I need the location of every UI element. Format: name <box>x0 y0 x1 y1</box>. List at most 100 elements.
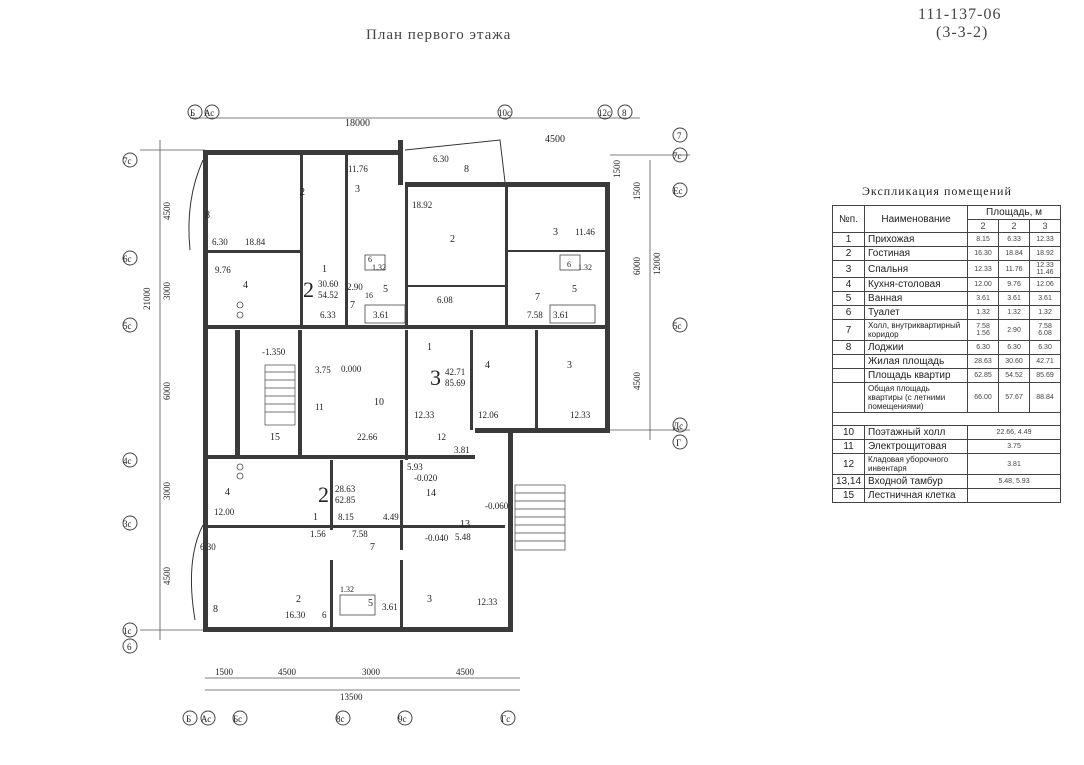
walls <box>203 140 610 632</box>
axis-top-3: 12с <box>598 108 611 118</box>
row-value: 28.63 <box>967 354 1000 369</box>
apt2-type: 3 <box>430 365 441 390</box>
room-label: 2 <box>296 594 301 605</box>
row-value: 9.76 <box>998 277 1031 292</box>
axis-top-0: Б <box>190 108 195 118</box>
row-value: 3.61 <box>998 291 1031 306</box>
level-mark: -0.020 <box>414 473 438 483</box>
row-number <box>831 354 866 369</box>
row-value: 16.30 <box>967 246 1000 261</box>
room-area: 9.76 <box>215 265 231 275</box>
room-area: 3.61 <box>382 602 398 612</box>
bottom-dim-2: 4500 <box>278 667 297 677</box>
axis-top-10: Г <box>676 438 681 448</box>
room-area: 1.32 <box>340 585 354 594</box>
apt-type-col: 3 <box>1029 219 1062 233</box>
top-dim-1: 18000 <box>345 118 370 129</box>
row-value: 54.52 <box>998 368 1031 383</box>
axis-top-1: Ас <box>204 108 214 118</box>
axis-bottom-3: 8с <box>336 714 345 724</box>
row-value: 12.33 <box>1029 232 1062 247</box>
right-dim-3: 12000 <box>652 252 662 275</box>
apt-type-col: 2 <box>998 219 1031 233</box>
row-value: 62.85 <box>967 368 1000 383</box>
room-labels: 2 18.84 3 11.76 8 6.30 4 9.76 1 6.33 7 2… <box>200 154 595 620</box>
row-value: 12.06 <box>1029 277 1062 292</box>
row-number: 2 <box>831 246 866 261</box>
row-value: 57.67 <box>998 382 1031 413</box>
room-area: 6.08 <box>437 295 453 305</box>
row-value: 30.60 <box>998 354 1031 369</box>
room-area: 12.33 <box>477 597 498 607</box>
axis-top-5: 7 <box>677 131 682 141</box>
apartment-1-marker: 2 30.60 54.52 <box>303 277 339 302</box>
floor-plan-drawing: 18000 4500 1500 4500 3000 21000 6000 300… <box>122 104 690 726</box>
row-number: 4 <box>831 277 866 292</box>
room-area: 3.81 <box>454 445 470 455</box>
row-value: 1.32 <box>1029 305 1062 320</box>
room-label: 3 <box>355 184 360 195</box>
row-number <box>831 382 866 413</box>
right-dim-4: 4500 <box>632 372 642 391</box>
room-label: 3 <box>427 594 432 605</box>
room-area: 6.30 <box>200 542 216 552</box>
row-value: 12.33 <box>967 260 1000 278</box>
room-area: 6.33 <box>320 310 336 320</box>
left-dim-6: 4500 <box>162 567 172 586</box>
row-name: Поэтажный холл <box>864 425 969 440</box>
room-area: 18.84 <box>245 237 266 247</box>
row-name: Прихожая <box>864 232 969 247</box>
room-area: 3.75 <box>315 365 331 375</box>
apt1-total: 54.52 <box>318 290 338 300</box>
table-spacer <box>831 412 1062 426</box>
row-value: 42.71 <box>1029 354 1062 369</box>
room-label: 3 <box>567 360 572 371</box>
row-name: Холл, внутриквартирный коридор <box>864 319 969 341</box>
row-name: Входной тамбур <box>864 474 969 489</box>
bottom-dim-3: 3000 <box>362 667 381 677</box>
row-value: 18.92 <box>1029 246 1062 261</box>
row-value: 11.76 <box>998 260 1031 278</box>
row-number: 6 <box>831 305 866 320</box>
room-label: 6 <box>368 255 372 264</box>
room-area: 11.76 <box>348 164 368 174</box>
row-number: 7 <box>831 319 866 341</box>
room-label: 13 <box>460 519 470 530</box>
room-label: 2 <box>300 187 305 198</box>
left-dim-3: 21000 <box>142 287 152 310</box>
room-label: 12 <box>437 432 446 442</box>
top-dim-3: 1500 <box>612 160 622 179</box>
row-number: 1 <box>831 232 866 247</box>
axis-left-0: 7с <box>123 156 132 166</box>
right-dim-2: 6000 <box>632 257 642 276</box>
axis-top-2: 10с <box>498 108 511 118</box>
table-header-row: №п. Наименование Площадь, м <box>831 205 1062 233</box>
room-label: 8 <box>213 604 218 615</box>
axis-bottom-4: 9с <box>398 714 407 724</box>
row-value: 3.61 <box>967 291 1000 306</box>
row-value: 3.61 <box>1029 291 1062 306</box>
row-number <box>831 368 866 383</box>
room-label: 1 <box>322 264 327 275</box>
room-label: 1 <box>427 342 432 353</box>
row-value: 1.32 <box>998 305 1031 320</box>
row-name: Лоджии <box>864 340 969 355</box>
col-name-header: Наименование <box>864 205 969 233</box>
room-label: 4 <box>225 487 230 498</box>
row-value: 8.15 <box>967 232 1000 247</box>
axis-markers: Б Ас 10с 12с 8 7 7с Ес 5с Дс Г 7с 6с 5с … <box>122 104 688 726</box>
row-number: 10 <box>831 425 866 440</box>
room-area: 12.00 <box>214 507 235 517</box>
room-label: 4 <box>243 280 248 291</box>
level-mark: -0.040 <box>425 533 449 543</box>
axis-top-7: Ес <box>673 186 683 196</box>
row-value: 6.30 <box>1029 340 1062 355</box>
axis-left-5: 1с <box>123 626 132 636</box>
top-dim-2: 4500 <box>545 134 565 145</box>
